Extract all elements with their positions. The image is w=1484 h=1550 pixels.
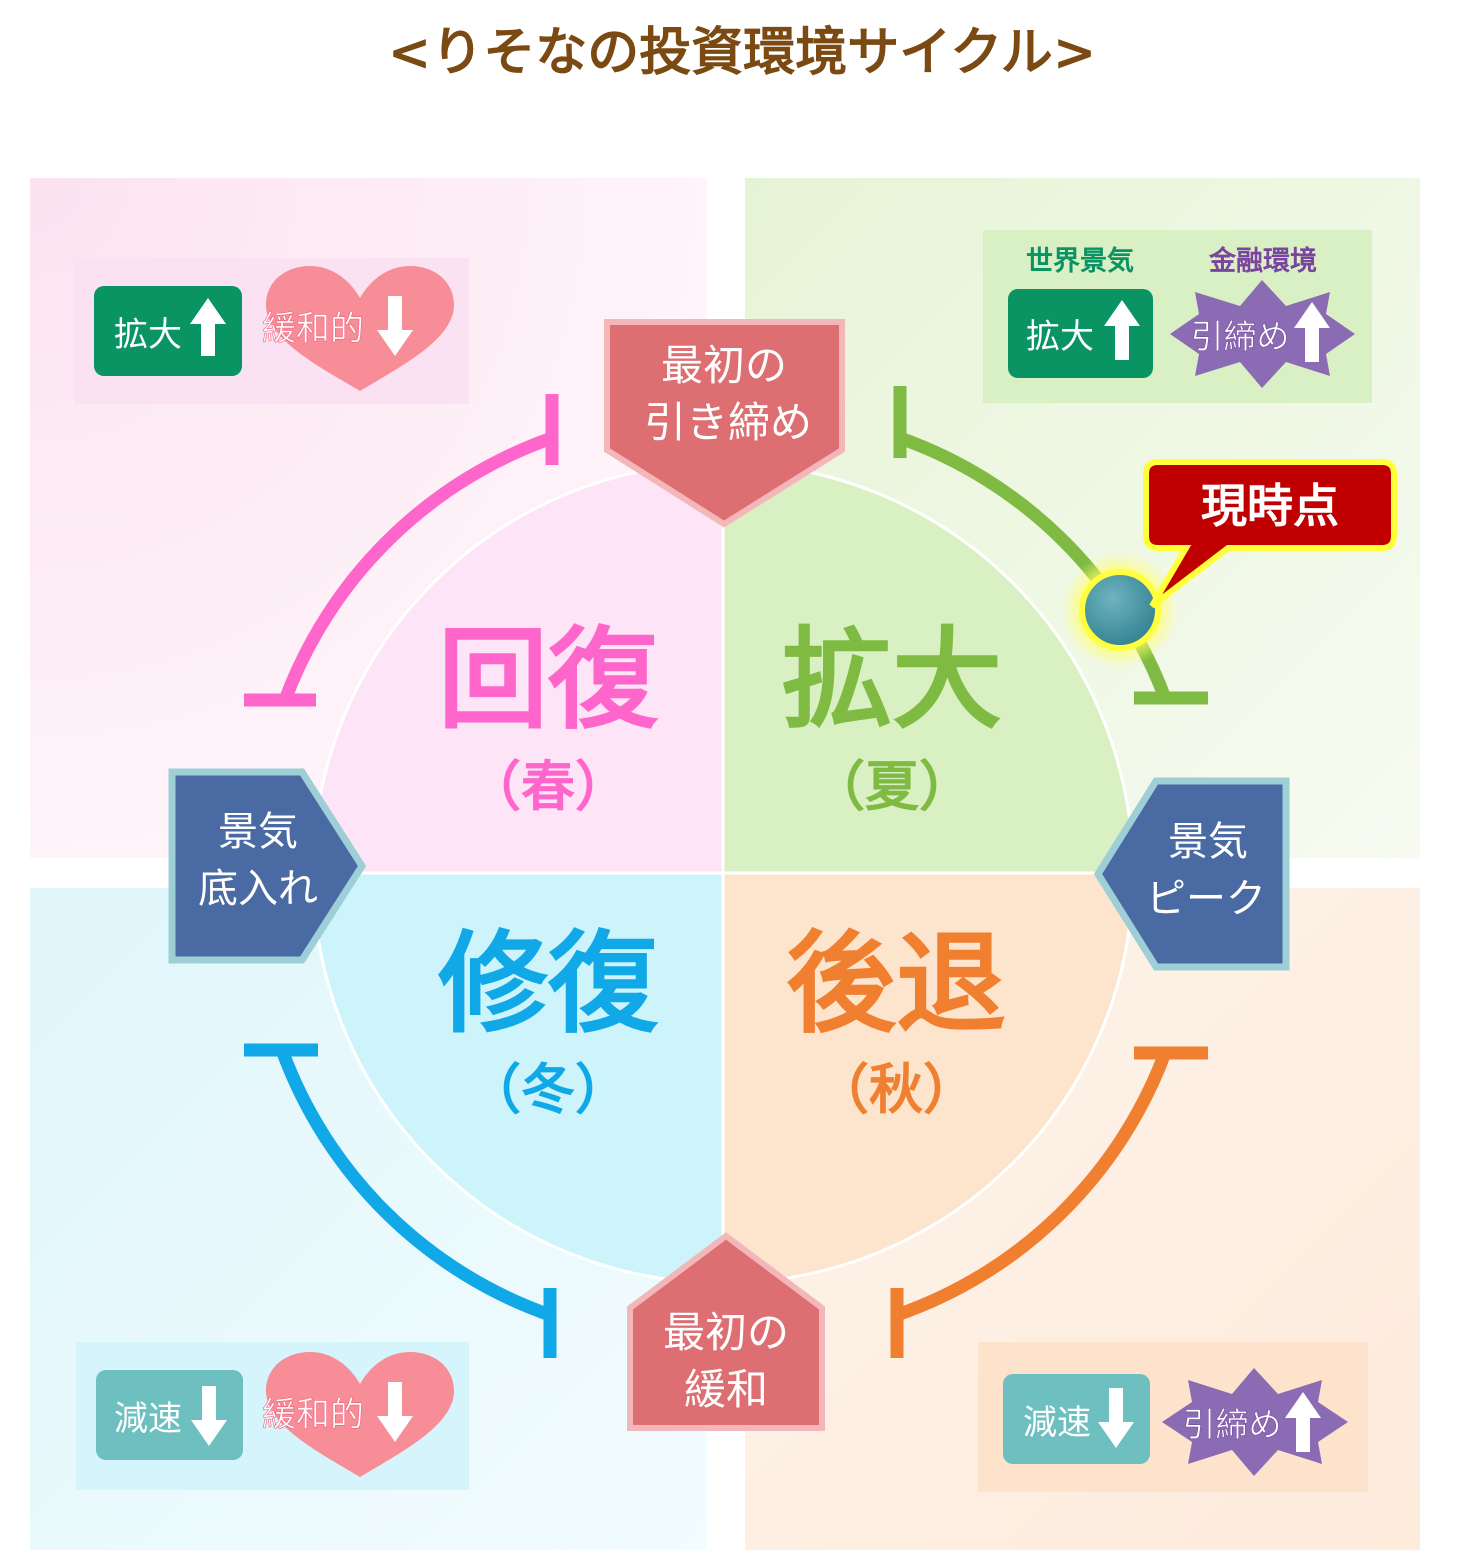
phase-spring-season: （春）	[467, 755, 629, 818]
arrow-up-icon	[190, 298, 226, 356]
arc-winter	[244, 1043, 557, 1358]
heart-icon	[266, 266, 454, 391]
current-position-dot	[1079, 569, 1161, 651]
arc-spring	[244, 394, 559, 707]
arrow-down-icon	[191, 1386, 227, 1446]
indicator-autumn: 減速 引締め	[978, 1342, 1368, 1492]
svg-text:ピーク: ピーク	[1146, 876, 1266, 922]
svg-text:引き締め: 引き締め	[644, 398, 812, 447]
page-title: <りそなの投資環境サイクル>	[388, 23, 1097, 83]
svg-text:緩和的: 緩和的	[262, 1395, 364, 1435]
transition-right: 景気 ピーク	[1093, 777, 1290, 971]
phase-winter-name: 修復	[438, 920, 659, 1048]
arrow-down-icon	[377, 1382, 413, 1442]
transition-top: 最初の 引き締め	[604, 319, 845, 528]
svg-text:景気: 景気	[1168, 819, 1248, 865]
svg-text:減速: 減速	[1023, 1403, 1091, 1443]
svg-text:引締め: 引締め	[1191, 317, 1290, 356]
svg-text:緩和的: 緩和的	[262, 309, 364, 349]
svg-text:最初の: 最初の	[663, 1308, 789, 1357]
heart-icon	[266, 1352, 454, 1477]
svg-text:景気: 景気	[218, 809, 298, 855]
phase-summer-season: （夏）	[811, 755, 973, 818]
svg-text:引締め: 引締め	[1183, 1405, 1282, 1444]
svg-text:拡大: 拡大	[114, 315, 182, 355]
indicator-spring: 拡大 緩和的	[74, 258, 469, 404]
phase-winter-season: （冬）	[467, 1058, 629, 1121]
arc-autumn	[890, 1046, 1208, 1358]
transition-bottom: 最初の 緩和	[627, 1232, 825, 1431]
svg-text:底入れ: 底入れ	[198, 866, 318, 912]
phase-summer-name: 拡大	[782, 616, 1002, 744]
svg-text:最初の: 最初の	[661, 341, 787, 390]
svg-text:拡大: 拡大	[1026, 317, 1094, 357]
arrow-up-icon	[1294, 302, 1330, 362]
indicator-summer: 世界景気 金融環境 拡大 引締め	[983, 230, 1372, 403]
legend-economy-label: 世界景気	[1026, 245, 1134, 277]
phase-autumn-name: 後退	[786, 920, 1006, 1048]
phase-autumn-season: （秋）	[815, 1058, 977, 1121]
svg-text:緩和: 緩和	[684, 1365, 768, 1414]
legend-finance-label: 金融環境	[1208, 245, 1317, 277]
arrow-down-icon	[377, 296, 413, 356]
arrow-down-icon	[1098, 1388, 1134, 1448]
cycle-circle	[313, 463, 1133, 1283]
current-position-label: 現時点	[1201, 479, 1339, 533]
transition-left: 景気 底入れ	[168, 768, 367, 964]
arrow-up-icon	[1104, 300, 1140, 360]
svg-text:減速: 減速	[114, 1399, 182, 1439]
current-position-marker: 現時点	[1062, 459, 1397, 668]
arrow-up-icon	[1285, 1392, 1321, 1452]
phase-spring-name: 回復	[438, 616, 659, 744]
indicator-winter: 減速 緩和的	[76, 1342, 469, 1490]
callout-bubble	[1143, 459, 1397, 609]
